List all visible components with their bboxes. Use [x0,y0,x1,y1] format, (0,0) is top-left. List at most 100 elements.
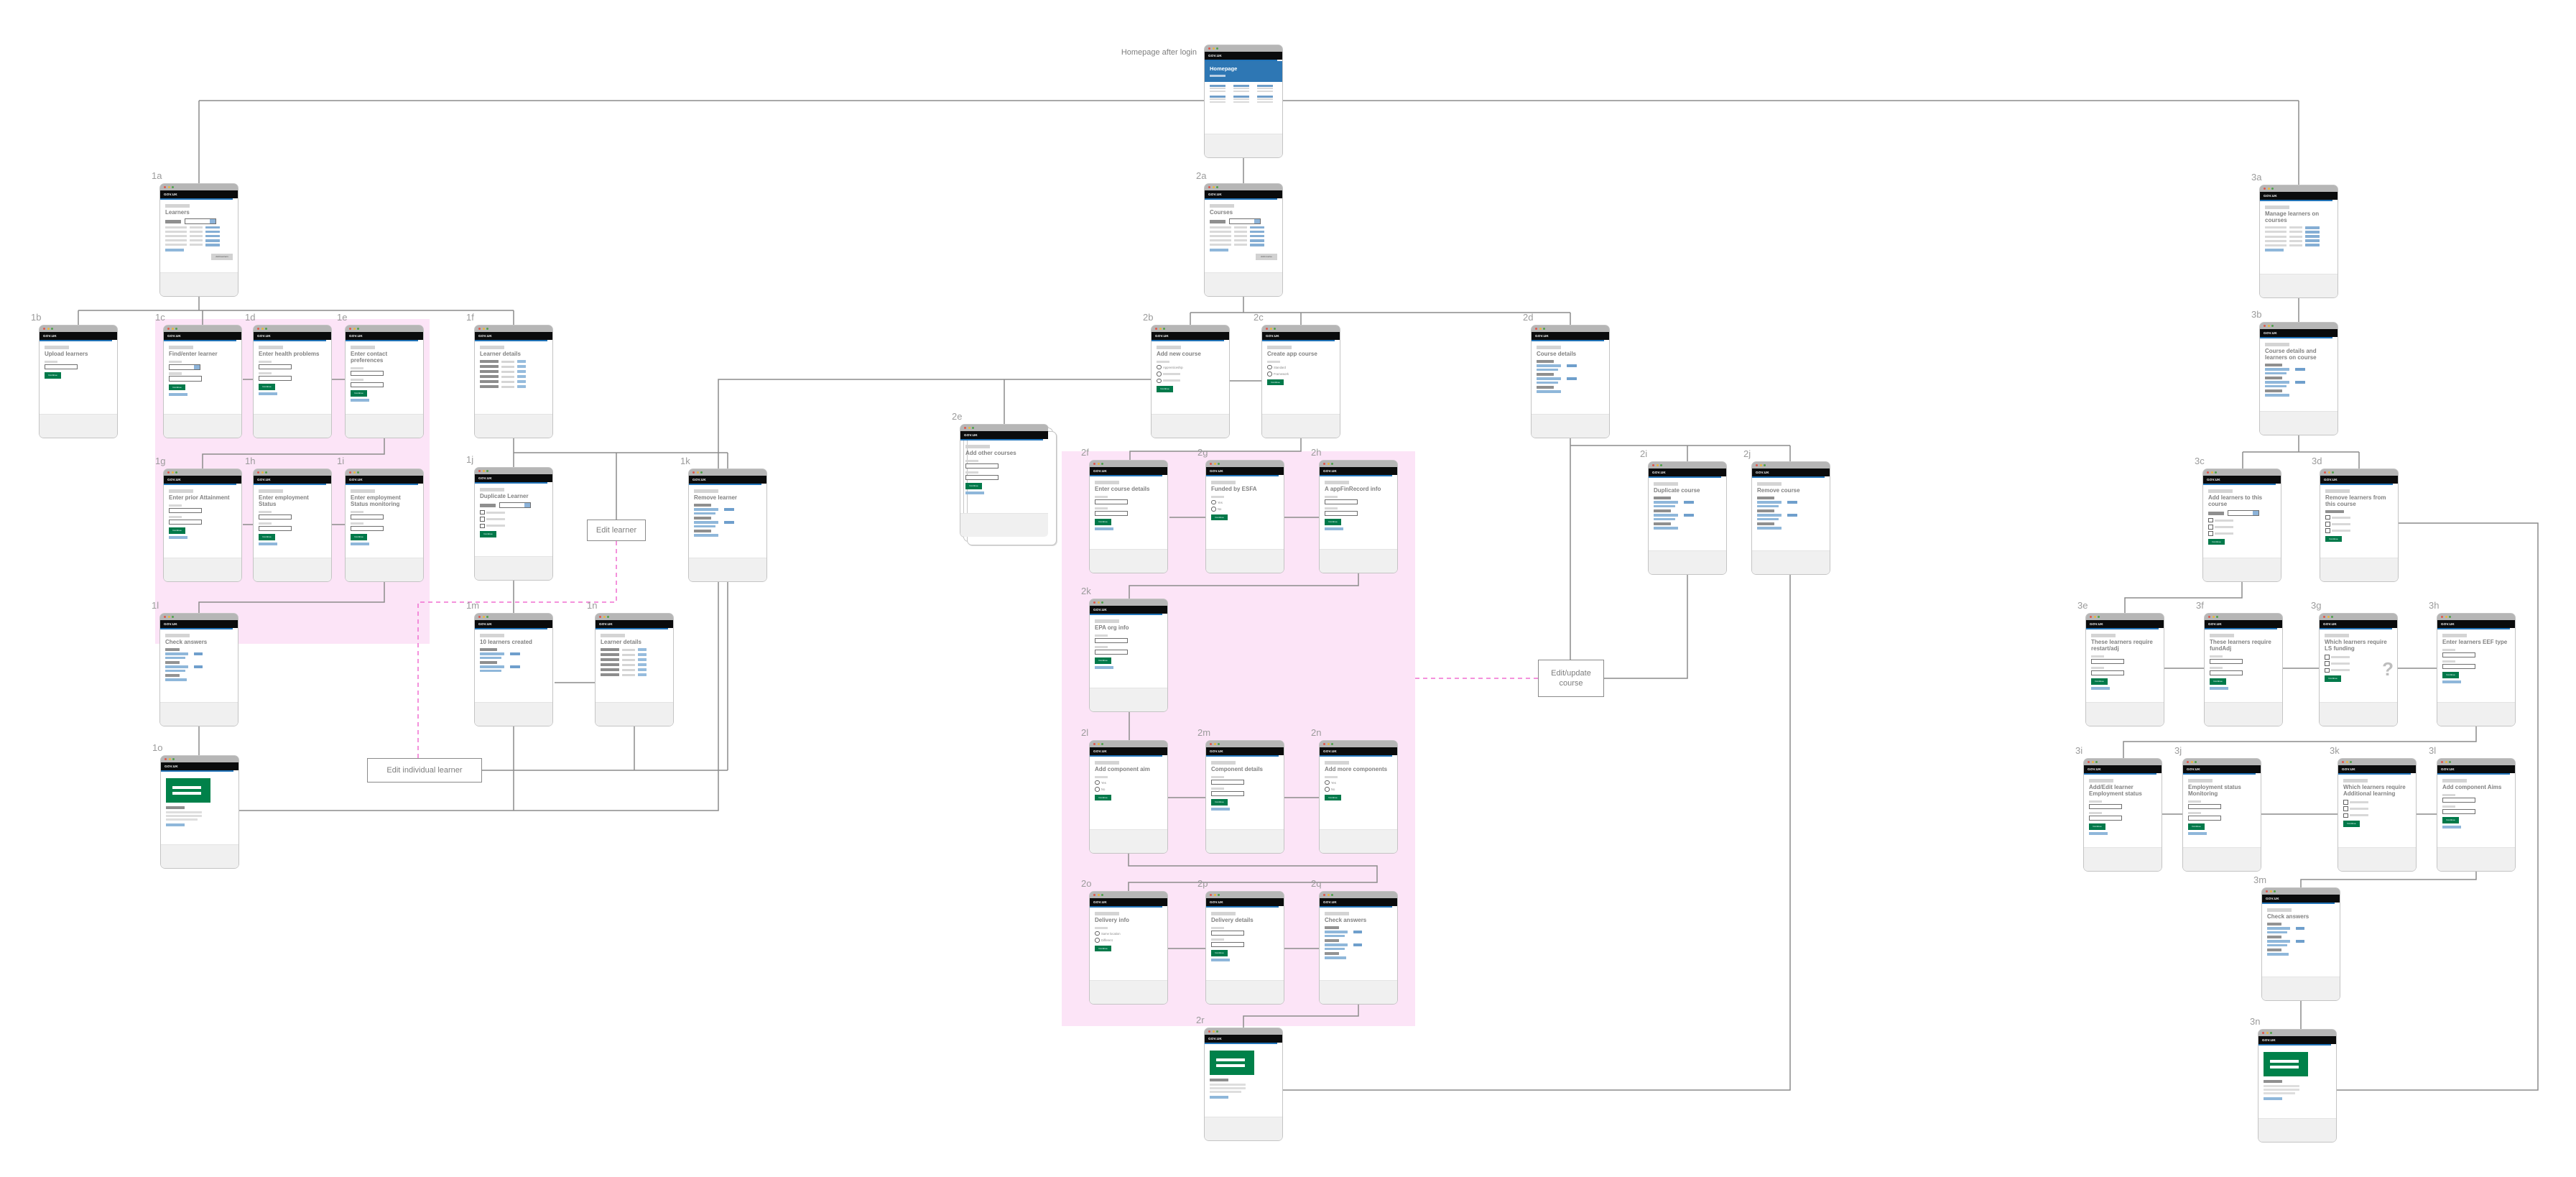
card-footer [254,558,331,581]
continue-button: Continue [351,534,367,540]
page-title: Which learners require Additional learni… [2343,784,2406,798]
caption-bar [1757,482,1782,486]
govuk-logo: GOV.UK [1320,467,1397,475]
window-close-icon [2264,325,2266,327]
page-wireframe-content [161,772,238,844]
page-card-3n[interactable]: GOV.UK [2258,1029,2337,1143]
govuk-logo: GOV.UK [1090,467,1167,475]
continue-button: Continue [1211,514,1228,521]
page-card-2r[interactable]: GOV.UK [1204,1028,1283,1141]
link-bar [1211,959,1230,962]
card-footer [2437,847,2515,871]
browser-chrome [2260,185,2338,192]
checkbox-icon [2343,813,2348,818]
page-wireframe-content: Which learners require Additional learni… [2338,775,2416,846]
window-close-icon [257,471,259,474]
card-footer [1752,550,1830,574]
continue-button: Continue [2208,538,2225,545]
window-close-icon [43,328,45,330]
card-footer [1090,688,1167,711]
govuk-blue-bar [2260,337,2332,339]
text-input [1211,779,1244,785]
card-footer [2260,274,2338,297]
flow-annotation-box: Edit/update course [1538,660,1604,697]
search-button-icon [194,364,200,369]
search-input [2228,510,2259,517]
link-bar [2210,687,2228,691]
window-minimize-icon [1656,464,1659,466]
wireframe-link-list [694,504,761,537]
govuk-blue-bar [1320,906,1392,908]
window-zoom-icon [1218,894,1220,896]
card-ref-label-2l: 2l [1081,727,1089,738]
text-input [351,525,384,532]
govuk-blue-bar [1206,475,1279,477]
radio-icon [1095,931,1100,936]
govuk-logo: GOV.UK [689,476,766,484]
solid-connectors [78,100,2539,1091]
page-card-1o[interactable]: GOV.UK [160,755,239,869]
govuk-blue-bar [1090,755,1162,757]
caption-bar [169,346,193,350]
window-zoom-icon [265,328,267,330]
text-input [351,382,384,388]
window-minimize-icon [1759,464,1762,466]
window-close-icon [167,328,170,330]
govuk-blue-bar [1205,1043,1277,1045]
checkbox-icon [2343,800,2348,805]
caption-bar [2091,634,2116,638]
govuk-logo: GOV.UK [2260,192,2338,200]
page-title: A appFinRecord info [1325,486,1381,493]
caption-bar [2343,779,2368,783]
caption-bar [1267,346,1292,350]
window-zoom-icon [1764,464,1766,466]
page-card-homepage[interactable]: GOV.UK Homepage [1204,45,1283,158]
